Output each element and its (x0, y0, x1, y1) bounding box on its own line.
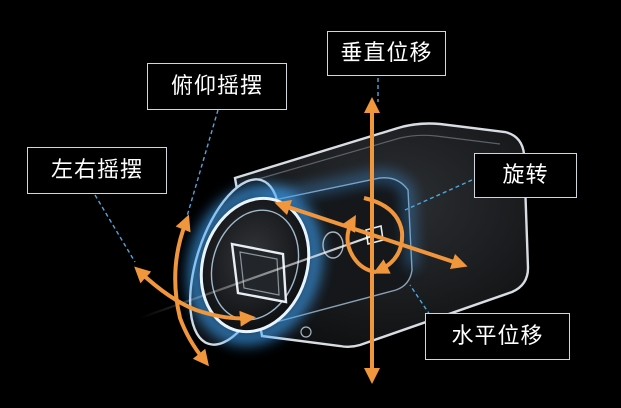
roll-arrow (363, 196, 405, 274)
body-button (300, 326, 312, 338)
label-vertical-shift: 垂直位移 (327, 31, 446, 76)
leader-lines (94, 78, 473, 316)
horizontal-shift-arrow (274, 199, 468, 270)
body-highlight (254, 134, 501, 181)
label-yaw: 左右摇摆 (27, 147, 167, 194)
label-roll: 旋转 (474, 153, 577, 198)
yaw-arrow (134, 266, 256, 327)
label-tilt: 俯仰摇摆 (147, 63, 287, 110)
label-horizontal-shift: 水平位移 (425, 313, 570, 360)
blue-glow-block (261, 171, 416, 269)
roll-arrow-tail (341, 215, 377, 274)
